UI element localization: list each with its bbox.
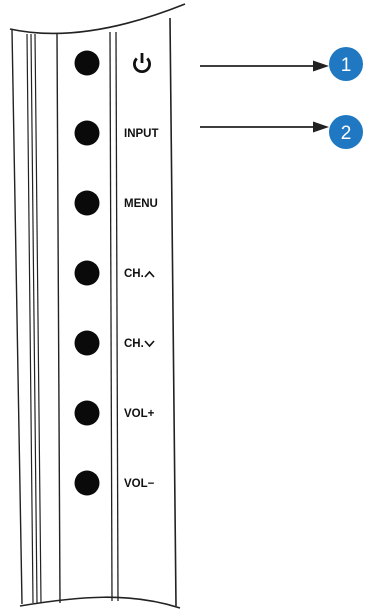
vol-up-label: VOL+: [124, 408, 155, 420]
chevron-down-icon: [144, 340, 155, 348]
chevron-up-icon: [144, 270, 155, 278]
menu-label: MENU: [124, 198, 158, 210]
callout-number: 1: [341, 55, 352, 76]
input-label: INPUT: [124, 128, 159, 140]
vol-down-button[interactable]: [74, 470, 100, 496]
callout-badge-2: 2: [329, 115, 363, 149]
vol-down-label: VOL−: [124, 478, 155, 490]
callout-badge-1: 1: [329, 47, 363, 81]
input-button[interactable]: [74, 120, 100, 146]
arrowhead: [313, 60, 329, 72]
ch-up-label: CH.: [124, 268, 144, 280]
panel-bottom-edge: [19, 596, 181, 609]
power-icon: [133, 53, 151, 74]
ch-up-button[interactable]: [74, 260, 100, 286]
panel-lines: [11, 17, 177, 607]
vol-up-button[interactable]: [74, 400, 100, 426]
ch-down-button[interactable]: [74, 330, 100, 356]
menu-button[interactable]: [74, 190, 100, 216]
callout-arrows: [200, 60, 329, 133]
power-button[interactable]: [74, 50, 100, 76]
callout-number: 2: [341, 123, 352, 144]
ch-down-label: CH.: [124, 338, 144, 350]
arrowhead: [313, 121, 329, 133]
panel-top-edge: [9, 3, 186, 35]
panel-buttons: [74, 50, 100, 496]
